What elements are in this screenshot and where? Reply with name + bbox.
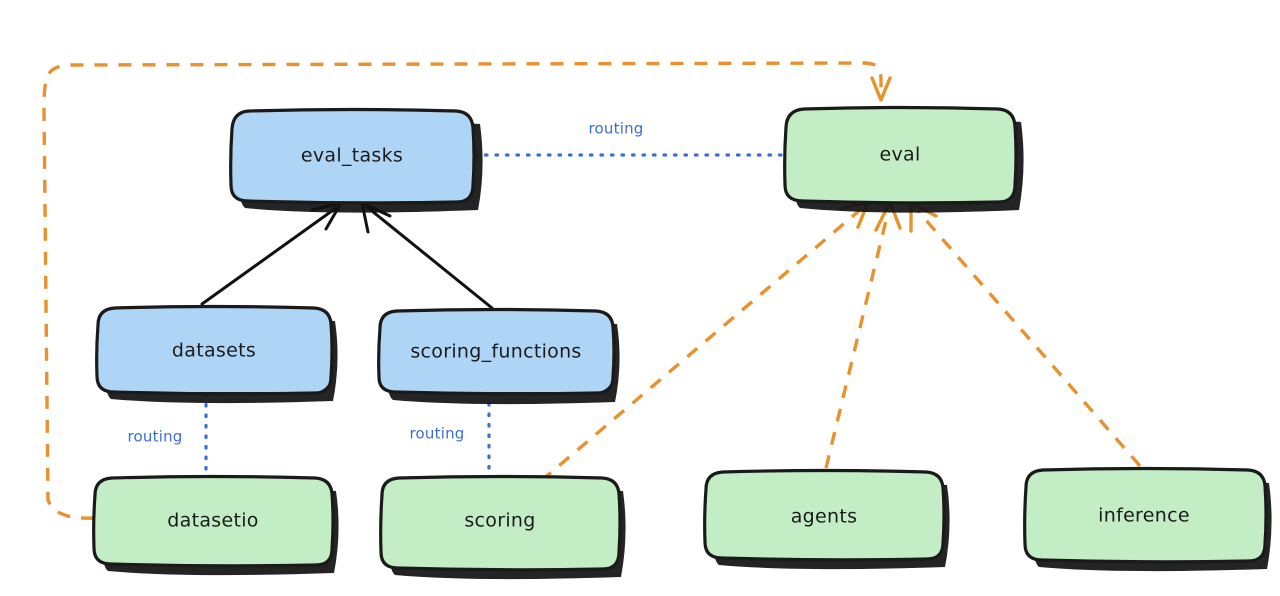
edge-label-routing-datasets: routing	[128, 428, 183, 446]
edge-scoring-functions-eval-tasks-path	[365, 205, 494, 310]
edge-datasets-eval-tasks-path	[200, 206, 338, 306]
node-datasets-fill	[97, 307, 331, 392]
node-datasetio-label: datasetio	[167, 510, 258, 532]
node-scoring-border	[379, 474, 622, 572]
edge-label-routing-scoring: routing	[410, 425, 465, 443]
edge-agents-eval[interactable]	[824, 200, 902, 469]
node-datasetio-border	[92, 474, 335, 568]
node-eval[interactable]: eval	[783, 105, 1024, 213]
node-scoring[interactable]: scoring	[379, 474, 626, 580]
node-datasets-border	[95, 304, 334, 396]
node-scoring-functions-fill	[379, 310, 613, 392]
node-scoring-functions-border	[377, 307, 616, 396]
node-scoring-functions[interactable]: scoring_functions	[377, 307, 620, 405]
node-eval-label: eval	[879, 144, 920, 166]
node-datasetio-fill	[94, 477, 332, 565]
node-layer: eval_tasks eval datasets scor	[92, 105, 1272, 580]
node-datasets[interactable]: datasets	[95, 304, 338, 404]
node-scoring-label: scoring	[464, 510, 535, 532]
node-agents-fill	[705, 471, 943, 559]
node-eval-tasks-border	[229, 107, 476, 205]
edge-label-routing-eval-tasks: routing	[589, 120, 644, 138]
node-agents[interactable]: agents	[703, 468, 950, 570]
edge-datasetio-eval-arrowhead	[870, 76, 892, 102]
node-inference-label: inference	[1098, 505, 1190, 527]
node-eval-tasks[interactable]: eval_tasks	[229, 107, 483, 213]
edge-scoring-functions-eval-tasks[interactable]	[360, 201, 494, 310]
node-eval-border	[783, 105, 1018, 205]
node-eval-tasks-fill	[231, 110, 474, 202]
node-agents-label: agents	[791, 506, 858, 528]
edge-datasetio-eval-path	[42, 61, 883, 520]
node-scoring-functions-label: scoring_functions	[410, 341, 581, 363]
edge-datasets-eval-tasks[interactable]	[200, 201, 343, 306]
node-agents-border	[703, 468, 946, 562]
node-eval-fill	[786, 108, 1015, 202]
node-inference-fill	[1025, 469, 1265, 561]
node-datasets-label: datasets	[172, 340, 256, 362]
edge-agents-eval-path	[824, 211, 890, 469]
edge-inference-eval[interactable]	[909, 201, 1142, 468]
node-eval-tasks-label: eval_tasks	[301, 145, 403, 167]
edge-inference-eval-path	[916, 209, 1142, 468]
node-inference-border	[1023, 466, 1268, 564]
node-inference[interactable]: inference	[1023, 466, 1272, 572]
node-datasetio[interactable]: datasetio	[92, 474, 339, 576]
edge-datasetio-eval[interactable]	[42, 61, 892, 520]
node-scoring-fill	[381, 477, 619, 569]
edge-label-layer: routing routing routing	[128, 120, 644, 446]
edge-scoring-eval-path	[539, 208, 862, 483]
